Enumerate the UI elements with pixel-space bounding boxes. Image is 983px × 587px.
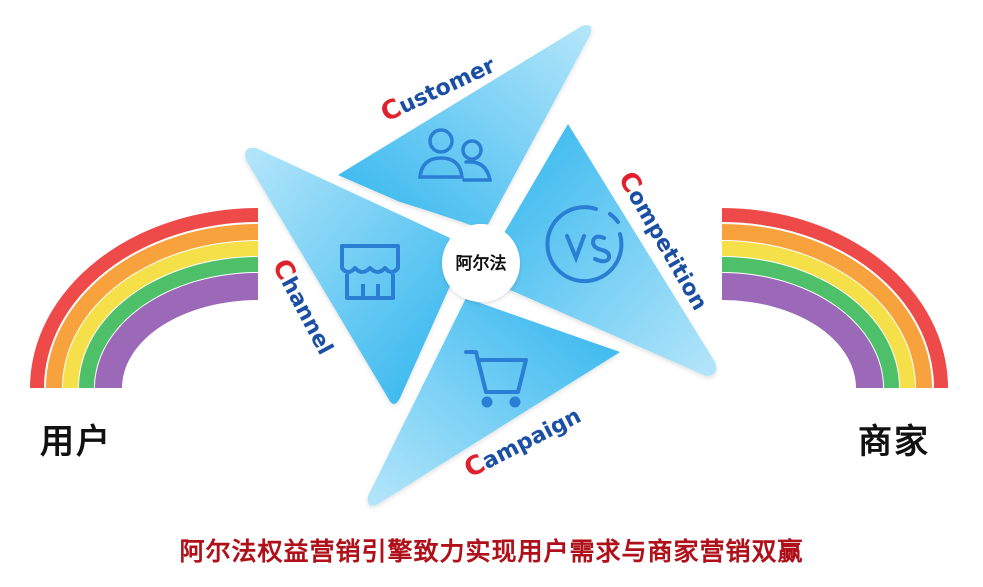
rainbow-band-orange — [46, 224, 258, 388]
rainbow-band-green — [79, 257, 258, 388]
rainbow-band-purple — [95, 273, 258, 388]
rainbow-band-orange — [722, 224, 932, 388]
center-circle — [442, 224, 520, 302]
rainbow-band-red — [30, 208, 258, 388]
right-rainbow — [722, 208, 948, 388]
rainbow-band-red — [722, 208, 948, 388]
rainbow-band-purple — [722, 273, 883, 388]
cart-icon — [464, 350, 528, 408]
merchant-label: 商家 — [858, 422, 930, 462]
users-icon — [418, 128, 493, 182]
left-rainbow — [30, 208, 258, 388]
rainbow-band-green — [722, 257, 899, 388]
blade-customer[interactable] — [338, 25, 592, 230]
vs-icon — [545, 205, 624, 284]
store-icon — [340, 244, 400, 300]
user-label: 用户 — [40, 422, 112, 462]
center-label: 阿尔法 — [456, 253, 507, 274]
slogan: 阿尔法权益营销引擎致力实现用户需求与商家营销双赢 — [179, 537, 804, 566]
rainbow-band-yellow — [63, 241, 258, 388]
rainbow-band-yellow — [722, 241, 915, 388]
blade-campaign[interactable] — [367, 298, 620, 506]
